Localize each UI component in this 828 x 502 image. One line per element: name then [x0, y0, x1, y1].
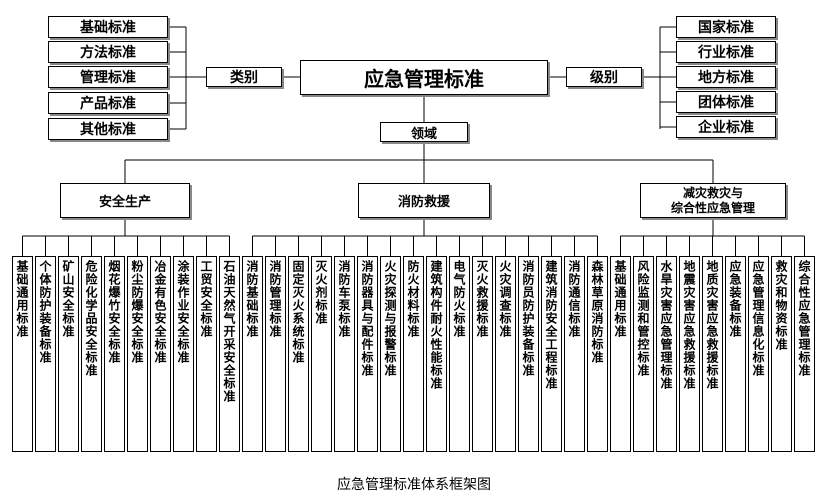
category-label: 类别: [206, 67, 282, 87]
leaf-item: 建筑消防安全工程标准: [541, 256, 562, 452]
category-item-method: 方法标准: [48, 41, 168, 63]
leaf-item: 危险化学品安全标准: [81, 256, 102, 452]
category-item-management: 管理标准: [48, 66, 168, 88]
leaf-item: 地质灾害应急救援标准: [702, 256, 723, 452]
leaf-item: 矿山安全标准: [58, 256, 79, 452]
leaf-item: 防火材料标准: [403, 256, 424, 452]
leaf-item: 消防管理标准: [265, 256, 286, 452]
leaf-item: 消防通信标准: [564, 256, 585, 452]
leaf-item: 固定灭火系统标准: [288, 256, 309, 452]
category-item-other: 其他标准: [48, 118, 168, 140]
leaf-item: 消防器具与配件标准: [357, 256, 378, 452]
leaf-item: 工贸安全标准: [196, 256, 217, 452]
leaf-item: 涂装作业安全标准: [173, 256, 194, 452]
leaf-item: 风险监测和管控标准: [633, 256, 654, 452]
leaf-item: 个体防护装备标准: [35, 256, 56, 452]
domain-disaster-relief: 减灾救灾与 综合性应急管理: [640, 183, 786, 218]
diagram-caption: 应急管理标准体系框架图: [337, 477, 491, 493]
domain-fire-rescue: 消防救援: [358, 183, 490, 218]
leaf-item: 火灾调查标准: [495, 256, 516, 452]
category-item-product: 产品标准: [48, 92, 168, 114]
leaf-item: 基础通用标准: [610, 256, 631, 452]
leaf-item: 消防基础标准: [242, 256, 263, 452]
leaf-item: 烟花爆竹安全标准: [104, 256, 125, 452]
main-title: 应急管理标准: [300, 60, 548, 95]
leaf-item: 灭火剂标准: [311, 256, 332, 452]
leaf-item: 电气防火标准: [449, 256, 470, 452]
leaf-item: 消防员防护装备标准: [518, 256, 539, 452]
leaf-item: 基础通用标准: [12, 256, 33, 452]
domain-safety-production: 安全生产: [60, 183, 190, 218]
leaf-item: 消防车泵标准: [334, 256, 355, 452]
level-item-national: 国家标准: [676, 16, 776, 38]
leaf-item: 应急装备标准: [725, 256, 746, 452]
leaf-item: 冶金有色安全标准: [150, 256, 171, 452]
leaf-item: 地震灾害应急救援标准: [679, 256, 700, 452]
leaf-item: 灭火救援标准: [472, 256, 493, 452]
leaf-item: 应急管理信息化标准: [748, 256, 769, 452]
level-item-group: 团体标准: [676, 91, 776, 113]
category-item-basic: 基础标准: [48, 16, 168, 38]
level-item-enterprise: 企业标准: [676, 116, 776, 138]
leaf-item: 粉尘防爆安全标准: [127, 256, 148, 452]
level-item-local: 地方标准: [676, 66, 776, 88]
level-label: 级别: [566, 67, 642, 87]
leaf-item: 火灾探测与报警标准: [380, 256, 401, 452]
leaf-item: 石油天然气开采安全标准: [219, 256, 240, 452]
leaf-item: 建筑构件耐火性能标准: [426, 256, 447, 452]
leaf-item: 水旱灾害应急管理标准: [656, 256, 677, 452]
level-item-industry: 行业标准: [676, 41, 776, 63]
leaf-item: 森林草原消防标准: [587, 256, 608, 452]
field-label: 领域: [380, 122, 468, 142]
leaf-item: 救灾和物资标准: [771, 256, 792, 452]
domain-disaster-relief-line1: 减灾救灾与: [682, 185, 743, 200]
domain-disaster-relief-line2: 综合性应急管理: [670, 200, 755, 215]
leaf-item: 综合性应急管理标准: [794, 256, 815, 452]
